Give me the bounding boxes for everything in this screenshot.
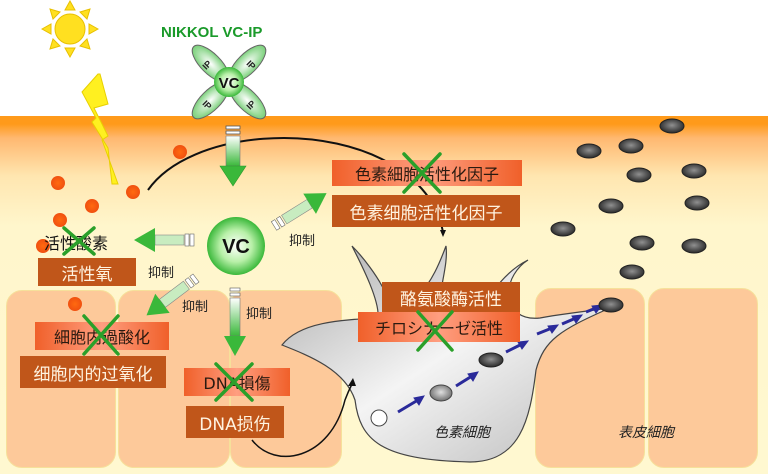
dna-damage-cn: DNA损伤 xyxy=(186,406,284,438)
tyrosinase-activity-jp: チロシナーゼ活性 xyxy=(358,312,520,342)
dna-damage-jp: DNA損傷 xyxy=(184,368,290,396)
activation-factor-cn: 色素细胞活性化因子 xyxy=(332,195,520,227)
melanin-granule-mid xyxy=(429,384,453,402)
ros-burst-icons xyxy=(36,145,187,311)
inhibit-label: 抑制 xyxy=(289,234,316,249)
lipid-peroxidation-cn: 细胞内的过氧化 xyxy=(20,356,166,388)
melanin-granules-epidermis xyxy=(550,118,710,313)
vc-label: VC xyxy=(222,236,250,258)
tyrosinase-activity-cn: 酪氨酸酶活性 xyxy=(382,282,520,312)
sun-icon xyxy=(40,0,100,59)
inhibit-arrow-lipid xyxy=(146,273,200,316)
inhibit-label: 抑制 xyxy=(182,300,209,315)
dna-to-melanocyte-arrow xyxy=(251,383,353,458)
vitamin-c-icon xyxy=(207,217,265,275)
vc-ip-molecule-icon: IP IP IP IP VC xyxy=(191,44,267,120)
lipid-peroxidation-jp: 細胞内過酸化 xyxy=(35,322,169,350)
inhibit-label: 抑制 xyxy=(246,307,273,322)
melanocyte-label: 色素細胞 xyxy=(434,425,490,441)
inhibit-arrow-factor xyxy=(270,193,327,231)
inhibit-arrow-ros xyxy=(134,228,195,252)
product-title: NIKKOL VC-IP xyxy=(161,24,263,41)
melanin-granule-light xyxy=(370,409,388,427)
epidermal-cell-2 xyxy=(648,288,758,468)
epidermal-cell-label: 表皮細胞 xyxy=(618,425,674,441)
uv-lightning-icon xyxy=(81,73,119,185)
activation-factor-jp: 色素細胞活性化因子 xyxy=(332,160,522,186)
inhibit-label: 抑制 xyxy=(148,266,175,281)
molecule-vc-label: VC xyxy=(219,75,240,92)
melanocyte-cell xyxy=(281,245,611,463)
melanin-granule-dark xyxy=(478,352,504,368)
down-arrow-to-vc xyxy=(219,125,247,187)
ros-label-jp: 活性酸素 xyxy=(44,234,109,253)
melanin-transfer-arrows xyxy=(397,304,604,414)
inhibit-arrow-dna xyxy=(224,287,246,356)
ros-label-cn: 活性氧 xyxy=(38,258,136,286)
